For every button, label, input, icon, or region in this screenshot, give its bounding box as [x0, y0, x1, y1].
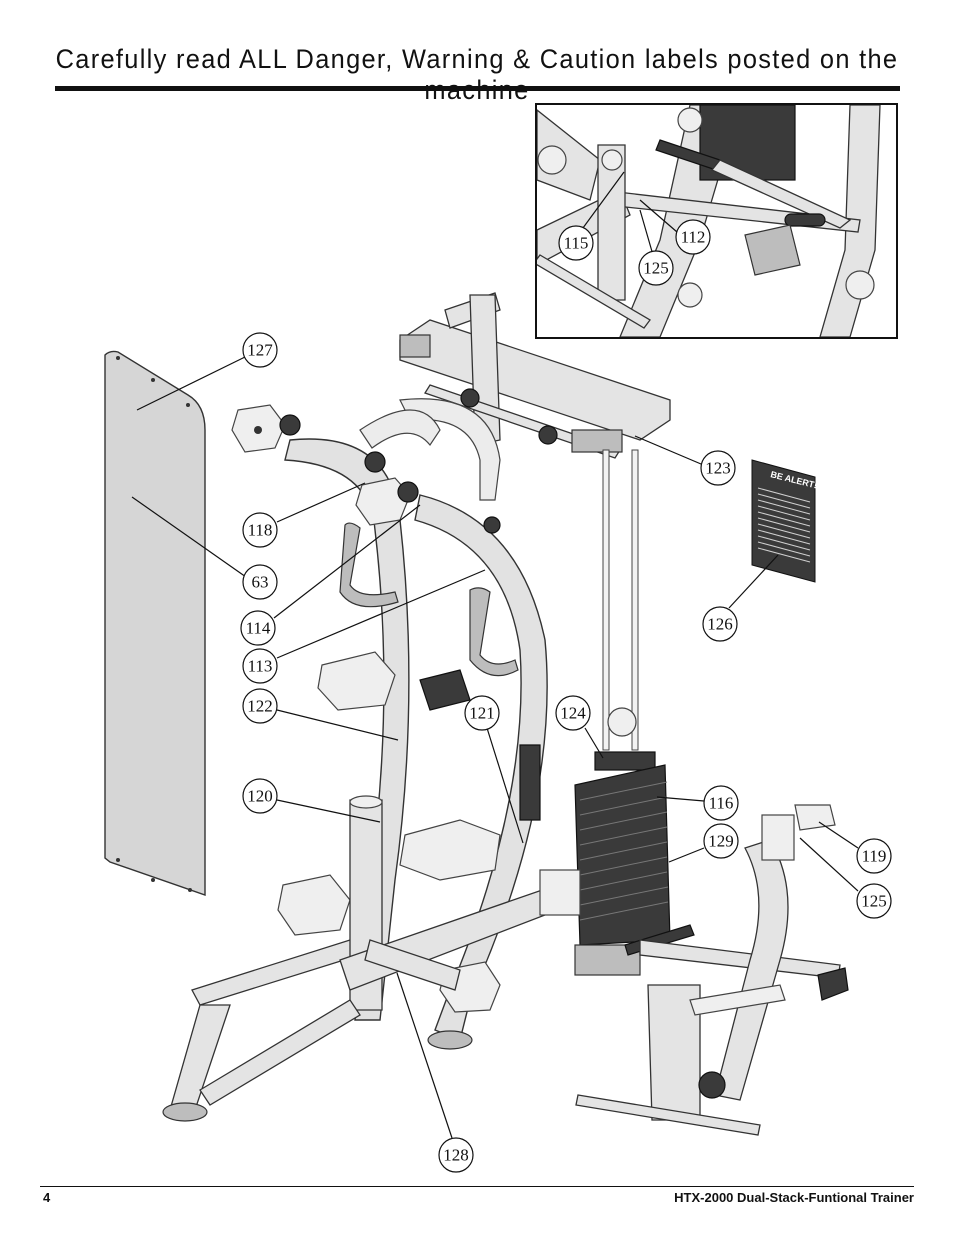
inset-detail-view	[535, 103, 898, 339]
inset-callout-112: 112	[675, 219, 711, 255]
callout-126: 126	[702, 606, 738, 642]
inset-callout-115: 115	[558, 225, 594, 261]
callout-label: 128	[443, 1146, 469, 1165]
inset-callout-125: 125	[638, 250, 674, 286]
callout-121: 121	[464, 695, 500, 731]
callout-label: 127	[247, 341, 273, 360]
callout-125: 125	[856, 883, 892, 919]
callout-label: 119	[862, 847, 887, 866]
callout-label: 129	[708, 832, 734, 851]
callout-label: 118	[248, 521, 273, 540]
pulley-housings	[231, 404, 541, 1013]
top-frame	[399, 292, 671, 459]
callout-label: 115	[564, 234, 589, 253]
callout-113: 113	[242, 648, 278, 684]
weight-stack	[539, 449, 695, 976]
callout-label: 126	[707, 615, 733, 634]
callout-label: 63	[252, 573, 269, 592]
callout-label: 121	[469, 704, 495, 723]
callout-label: 125	[861, 892, 887, 911]
callout-118: 118	[242, 512, 278, 548]
callout-116: 116	[703, 785, 739, 821]
product-name: HTX-2000 Dual-Stack-Funtional Trainer	[674, 1190, 914, 1205]
right-lever-assembly	[575, 804, 849, 1136]
heading-rule	[55, 86, 900, 91]
callout-114: 114	[240, 610, 276, 646]
callout-124: 124	[555, 695, 591, 731]
callout-label: 114	[246, 619, 271, 638]
callout-123: 123	[700, 450, 736, 486]
callout-119: 119	[856, 838, 892, 874]
footer-rule	[40, 1186, 914, 1187]
callout-label: 120	[247, 787, 273, 806]
leader-lines	[131, 171, 859, 1139]
side-shroud-panel	[104, 350, 206, 896]
callout-label: 124	[560, 704, 586, 723]
warning-label-sign: BE ALERT!	[751, 459, 818, 583]
callout-label: 125	[643, 259, 669, 278]
callout-122: 122	[242, 688, 278, 724]
callout-label: 113	[248, 657, 273, 676]
callout-127: 127	[242, 332, 278, 368]
callout-128: 128	[438, 1137, 474, 1173]
callout-label: 116	[709, 794, 734, 813]
callout-129: 129	[703, 823, 739, 859]
callout-120: 120	[242, 778, 278, 814]
callout-label: 123	[705, 459, 731, 478]
callout-63: 63	[242, 564, 278, 600]
page-number: 4	[43, 1190, 51, 1205]
callout-label: 122	[247, 697, 273, 716]
callout-label: 112	[681, 228, 706, 247]
